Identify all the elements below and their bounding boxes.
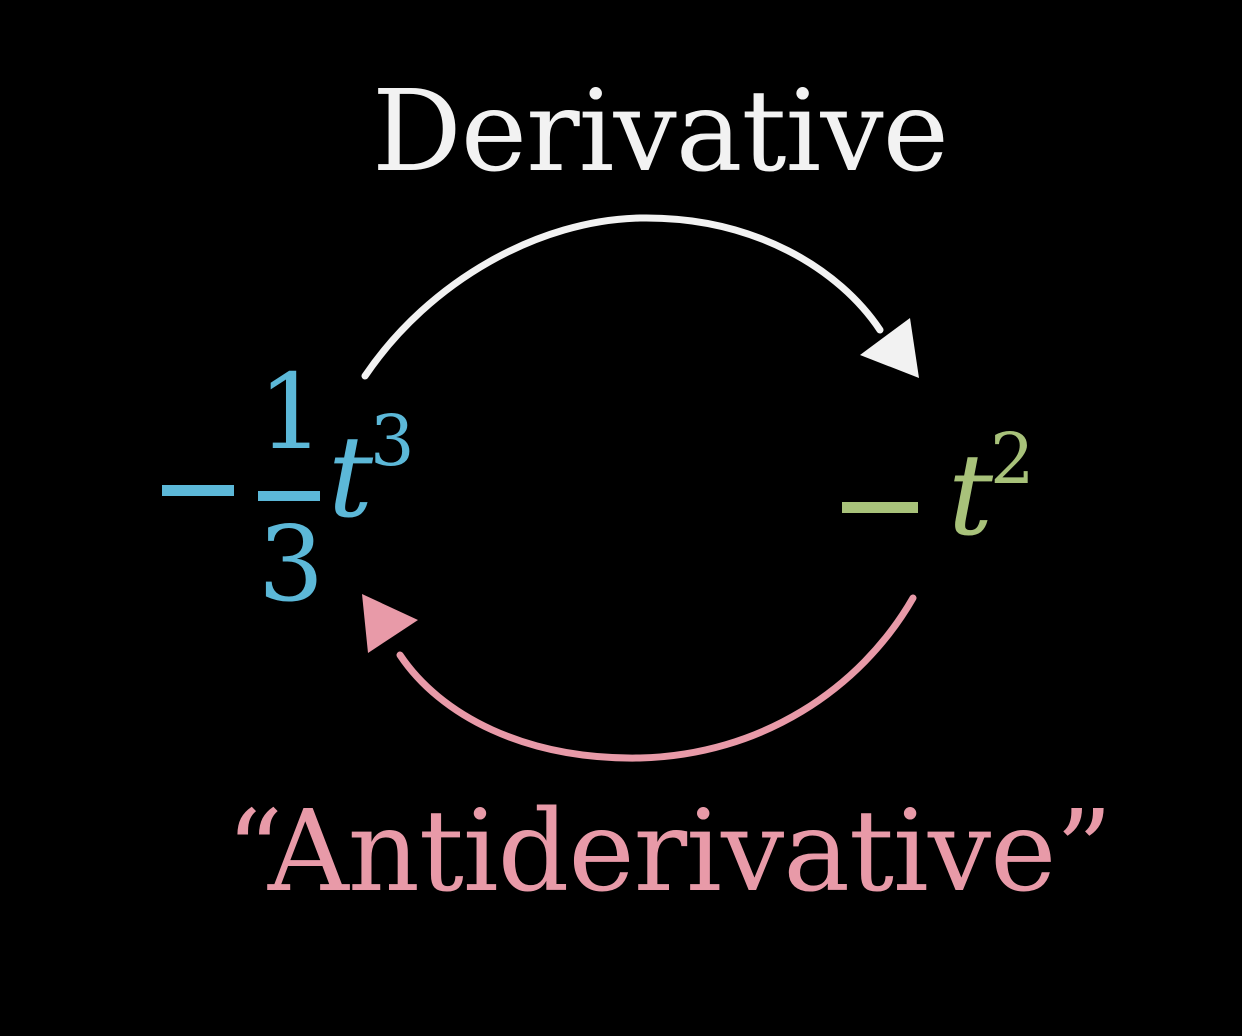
right-exponent: 2 xyxy=(990,418,1035,500)
derivative-arrow-arc xyxy=(361,214,884,380)
fraction-denominator: 3 xyxy=(258,503,325,625)
derivative-label: Derivative xyxy=(372,67,949,197)
right-expression: t 2 xyxy=(840,420,1060,560)
derivative-arrowhead xyxy=(860,318,919,378)
fraction-numerator: 1 xyxy=(258,351,325,473)
antiderivative-arrowhead xyxy=(362,594,418,653)
fraction-bar xyxy=(258,491,320,501)
right-minus-sign xyxy=(842,502,918,513)
right-variable: t xyxy=(948,431,994,561)
left-exponent: 3 xyxy=(370,400,415,482)
antiderivative-label: “Antiderivative” xyxy=(226,787,1113,917)
left-expression: 1 3 t 3 xyxy=(160,360,440,620)
left-variable: t xyxy=(328,413,374,543)
antiderivative-arrow-arc xyxy=(396,594,917,762)
left-minus-sign xyxy=(162,485,234,496)
